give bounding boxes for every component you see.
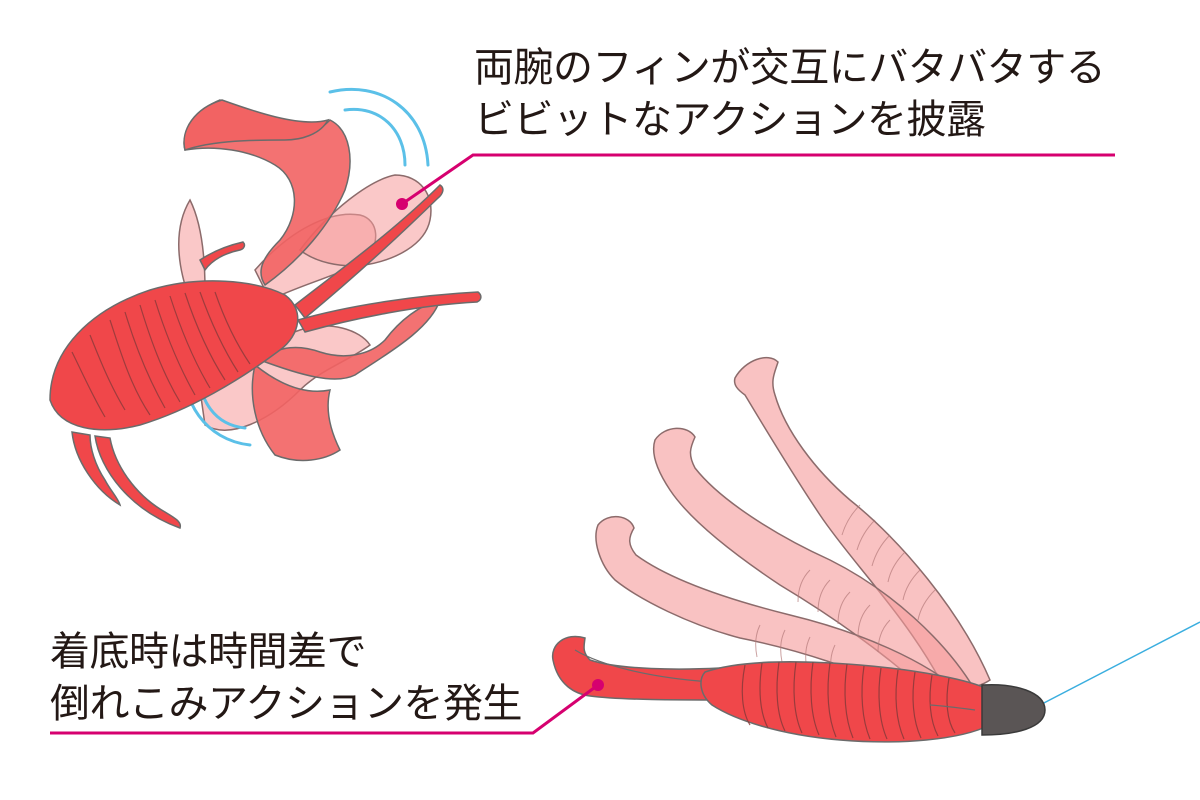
craw-body: [49, 280, 299, 431]
lure-tail: [551, 635, 726, 701]
tail-streamer-2: [94, 435, 182, 529]
callout-bottom-line2: 倒れこみアクションを発生: [50, 681, 523, 727]
stick-lure-falling: [551, 357, 1200, 743]
craw-lure-swimming: [49, 87, 482, 529]
fishing-line: [1039, 621, 1200, 706]
ghost-segments: [755, 504, 936, 678]
lure-inner-rib: [929, 704, 976, 711]
body-segments: [71, 291, 251, 418]
antenna-1: [293, 184, 444, 320]
motion-arc-top-outer: [328, 87, 430, 167]
antenna-3: [199, 241, 246, 272]
lure-segments: [741, 661, 956, 740]
motion-arc-top-inner: [343, 107, 407, 167]
callout-bottom-line1: 着底時は時間差で: [50, 629, 367, 675]
ghost-fins: [178, 174, 432, 431]
sinker-head: [981, 683, 1046, 736]
callout-text-top: 両腕のフィンが交互にバタバタする ビビットなアクションを披露: [474, 42, 1106, 146]
ghost-lures: [595, 357, 991, 704]
tail-streamer-1: [71, 431, 122, 507]
callout-leader-bottom: [50, 683, 599, 735]
pincer-upper-tip: [183, 99, 330, 151]
lure-tail-rib: [574, 649, 713, 683]
pincer-lower-claw: [251, 363, 341, 462]
callout-top-line2: ビビットなアクションを披露: [474, 97, 986, 143]
callout-leader-top: [401, 153, 1115, 206]
callout-top-line1: 両腕のフィンが交互にバタバタする: [474, 45, 1106, 91]
antenna-2: [296, 291, 482, 333]
ghost-lure-1: [733, 357, 991, 689]
callout-text-bottom: 着底時は時間差で 倒れこみアクションを発生: [50, 626, 523, 730]
